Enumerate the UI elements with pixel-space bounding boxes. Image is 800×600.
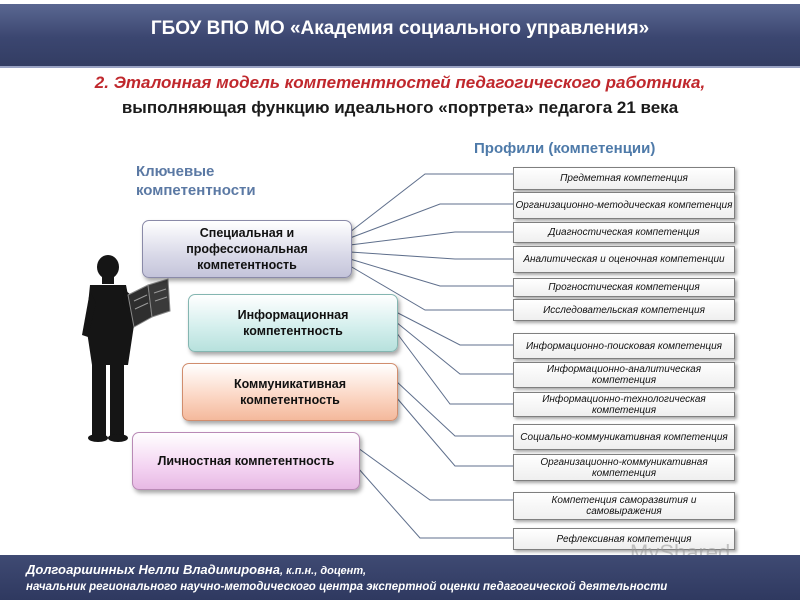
footer-bar bbox=[0, 555, 800, 600]
connector-line bbox=[395, 380, 513, 437]
header-banner bbox=[0, 4, 800, 68]
competency-box-personal: Личностная компетентность bbox=[132, 432, 360, 490]
profile-box: Исследовательская компетенция bbox=[513, 299, 735, 321]
profile-box: Информационно-аналитическая компетенция bbox=[513, 362, 735, 388]
profile-box: Рефлексивная компетенция bbox=[513, 528, 735, 550]
connector-line bbox=[349, 203, 513, 239]
connector-line bbox=[349, 265, 513, 311]
competency-box-informational: Информационная компетентность bbox=[188, 294, 398, 352]
profile-box: Диагностическая компетенция bbox=[513, 222, 735, 243]
profile-box: Организационно-методическая компетенция bbox=[513, 192, 735, 219]
connector-line bbox=[349, 231, 513, 246]
connector-line bbox=[395, 321, 513, 375]
slide-subtitle-line2: выполняющая функцию идеального «портрета… bbox=[121, 98, 679, 117]
header-title: ГБОУ ВПО МО «Академия социального управл… bbox=[150, 18, 650, 39]
profile-box: Информационно-технологическая компетенци… bbox=[513, 392, 735, 417]
connector-line bbox=[395, 396, 513, 467]
author-name: Долгоаршинных Нелли Владимировна bbox=[26, 562, 281, 577]
connector-line bbox=[395, 331, 513, 405]
competency-box-communicative: Коммуникативная компетентность bbox=[182, 363, 398, 421]
key-competencies-heading: Ключевые компетентности bbox=[136, 163, 256, 199]
connector-line bbox=[349, 251, 513, 260]
profile-box: Компетенция саморазвития и самовыражения bbox=[513, 492, 735, 520]
profile-box: Социально-коммуникативная компетенция bbox=[513, 424, 735, 450]
competency-box-special-professional: Специальная и профессиональная компетент… bbox=[142, 220, 352, 278]
businessman-icon bbox=[82, 255, 171, 442]
connector-line bbox=[357, 467, 513, 539]
author-credentials: , к.п.н., доцент, bbox=[280, 565, 367, 577]
profile-box: Организационно-коммуникативная компетенц… bbox=[513, 454, 735, 481]
profile-box: Предметная компетенция bbox=[513, 167, 735, 190]
connector-line bbox=[349, 258, 513, 287]
connector-line bbox=[349, 173, 513, 233]
author-line: Долгоаршинных Нелли Владимировна, к.п.н.… bbox=[26, 562, 366, 577]
profile-box: Информационно-поисковая компетенция bbox=[513, 333, 735, 359]
connector-line bbox=[395, 311, 513, 346]
connector-line bbox=[357, 447, 513, 501]
author-position: начальник регионального научно-методичес… bbox=[26, 581, 668, 593]
profiles-heading: Профили (компетенции) bbox=[474, 140, 656, 157]
slide-subtitle-line1: 2. Эталонная модель компетентностей педа… bbox=[94, 73, 706, 92]
profile-box: Прогностическая компетенция bbox=[513, 278, 735, 297]
profile-box: Аналитическая и оценочная компетенции bbox=[513, 246, 735, 273]
